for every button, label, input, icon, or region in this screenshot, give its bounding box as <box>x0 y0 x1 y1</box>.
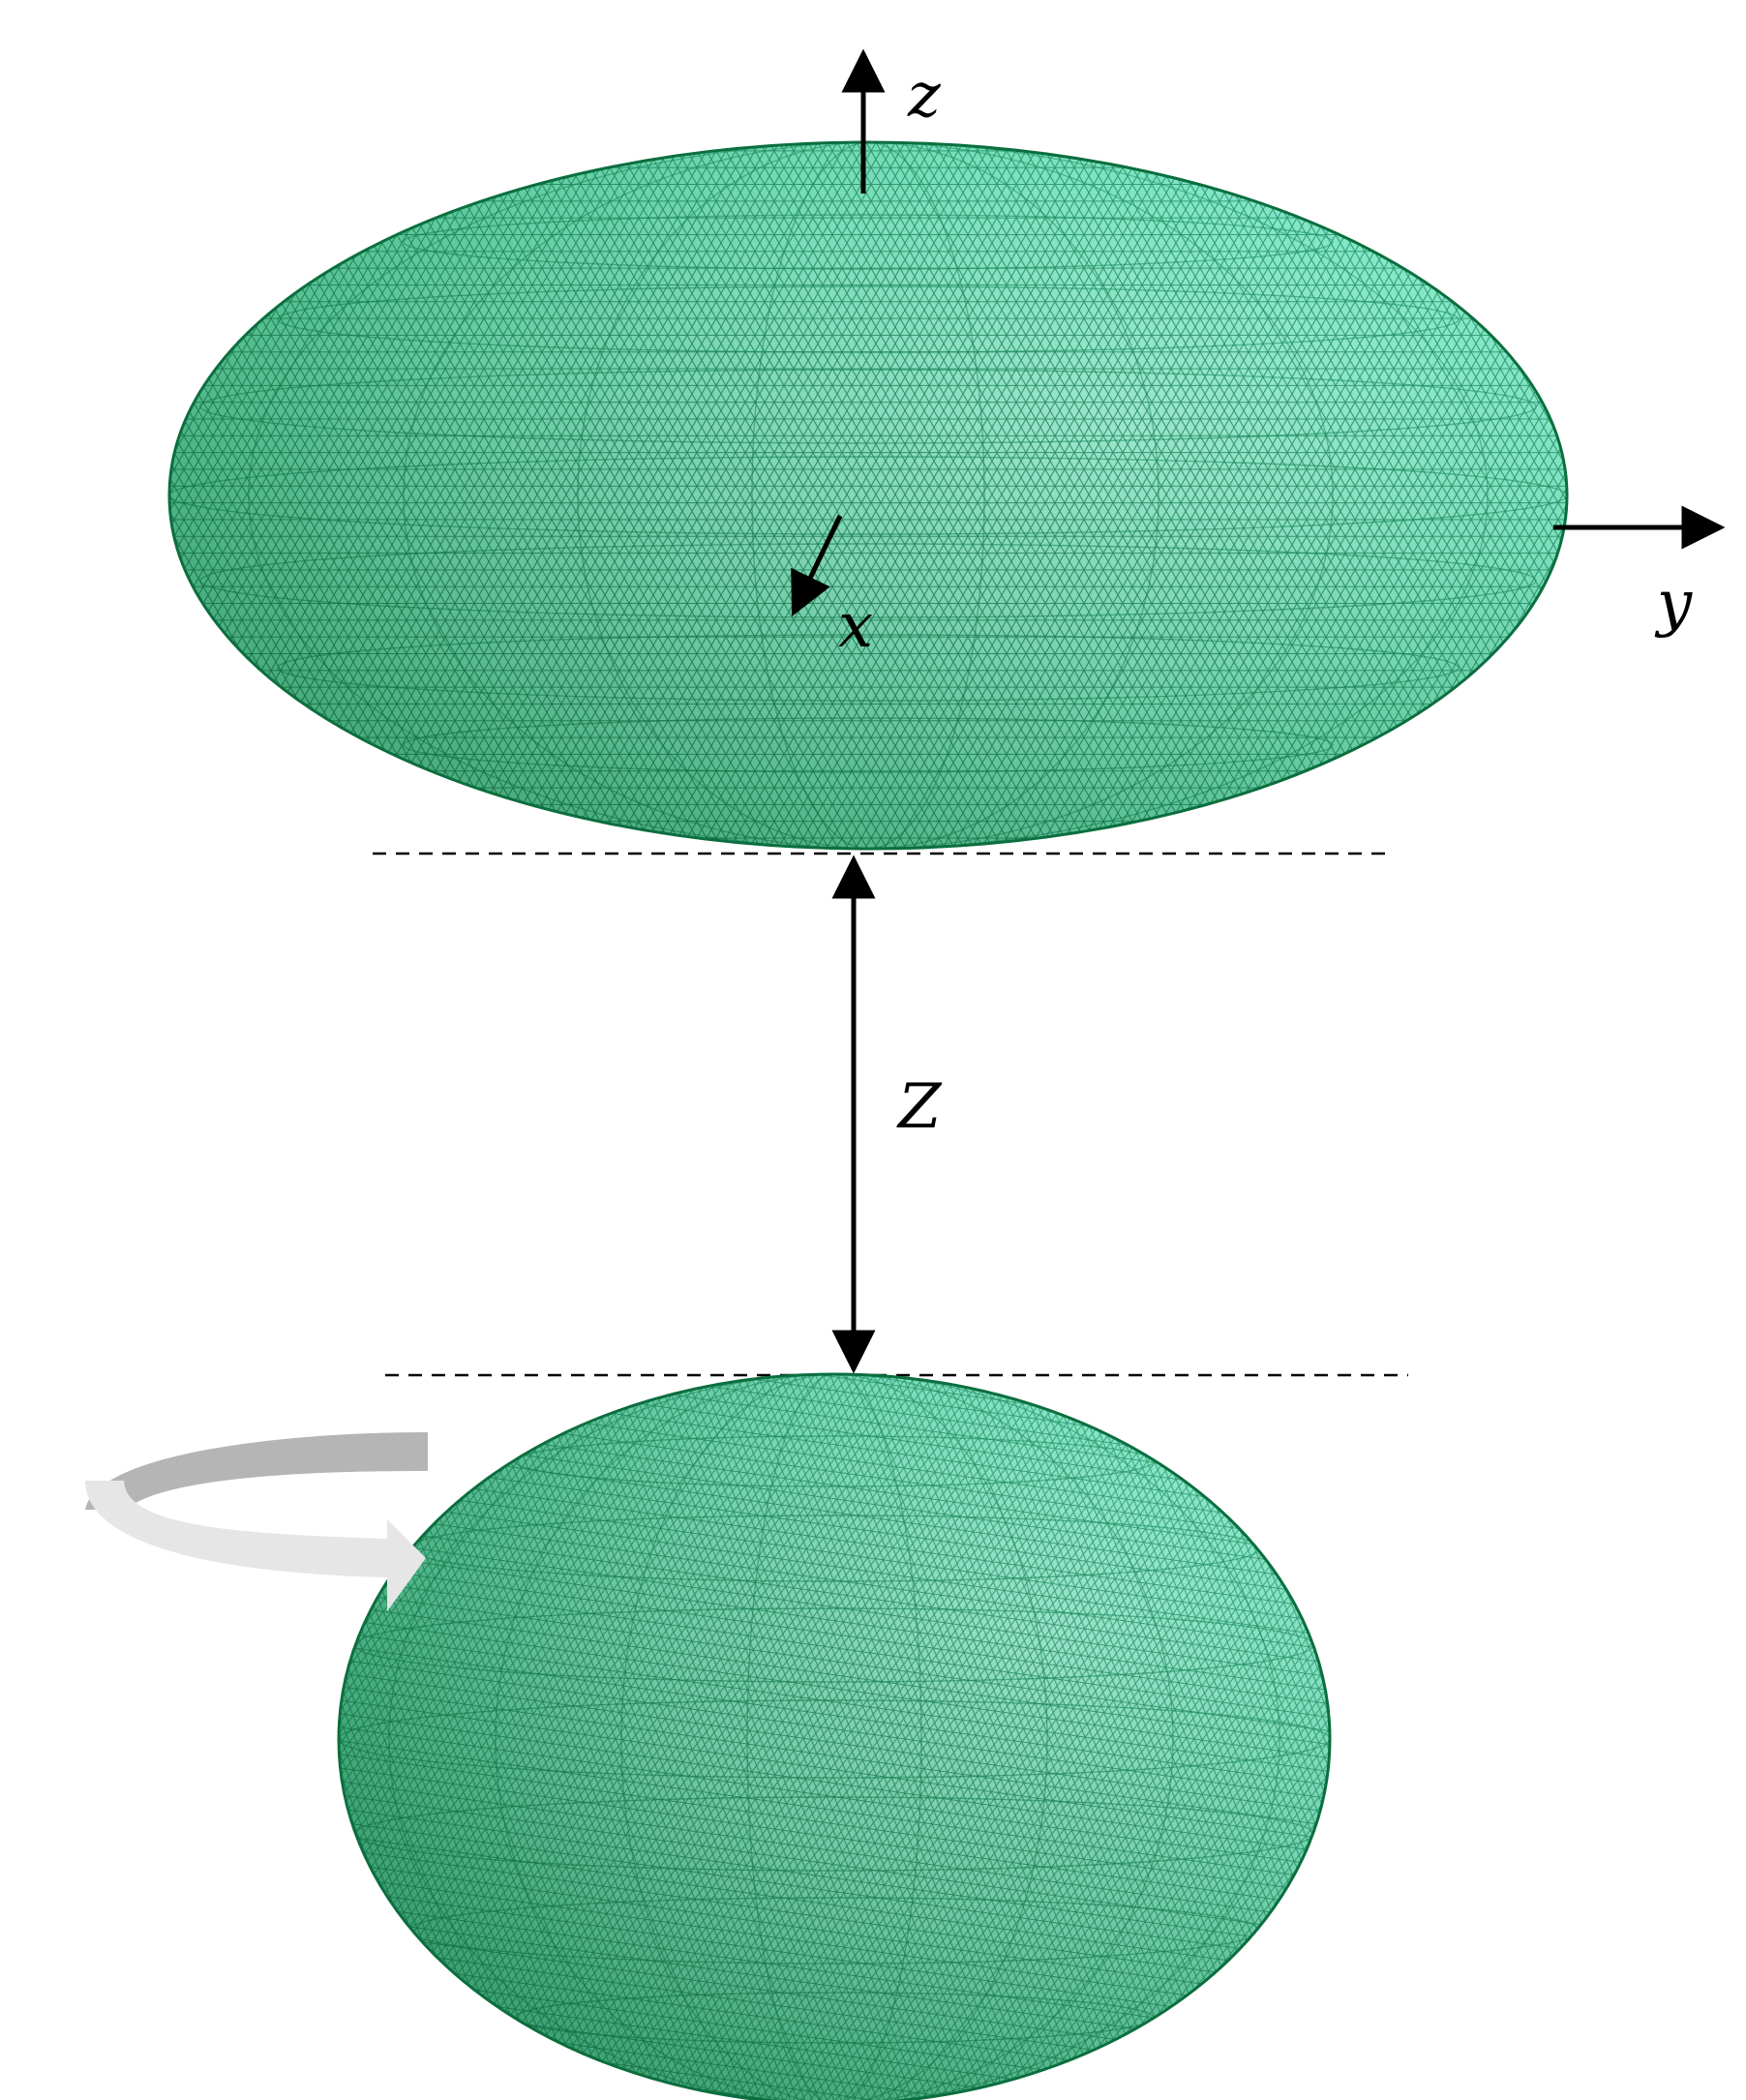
x-axis: x <box>791 514 873 662</box>
bottom-spheroid <box>337 1372 1332 2100</box>
z-axis-label: z <box>907 60 942 132</box>
z-axis: z <box>841 48 942 194</box>
x-axis-label: x <box>838 590 873 662</box>
separation-distance: Z <box>831 855 943 1374</box>
rotation-arrow-front <box>85 1481 426 1611</box>
bottom-spheroid-outline <box>337 1372 1332 2100</box>
bottom-spheroid-shading <box>339 1374 1330 2100</box>
rotation-arrow-back <box>85 1432 428 1510</box>
separation-label: Z <box>896 1071 943 1143</box>
top-spheroid-shading <box>169 142 1567 849</box>
top-spheroid-outline <box>167 140 1569 851</box>
y-axis-label: y <box>1654 568 1693 640</box>
top-spheroid <box>167 140 1569 851</box>
x-axis-line <box>791 514 843 617</box>
y-axis: y <box>1553 505 1726 640</box>
rotation-arrow <box>85 1432 428 1611</box>
